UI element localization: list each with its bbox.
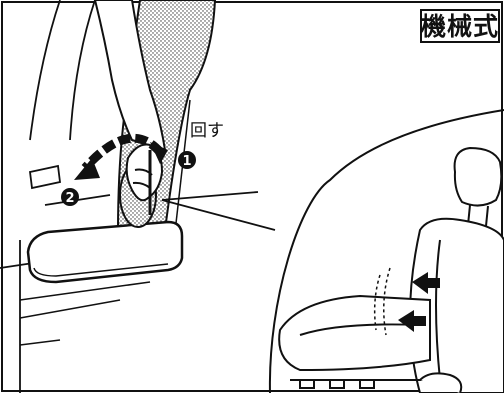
mechanical-type-label: 機械式 [421, 12, 499, 41]
mechanical-type-badge: 機械式 [421, 10, 499, 42]
step-1-number: 1 [182, 154, 191, 169]
door-panel-lines [0, 0, 110, 393]
step-2-marker: 2 [61, 188, 79, 206]
step-2-number: 2 [65, 191, 74, 206]
step-1-marker: 1 [178, 151, 196, 169]
turn-instruction-label: 回す [190, 121, 224, 141]
seat-magnifier-illustration [279, 148, 504, 393]
seat-cushion [20, 222, 182, 345]
